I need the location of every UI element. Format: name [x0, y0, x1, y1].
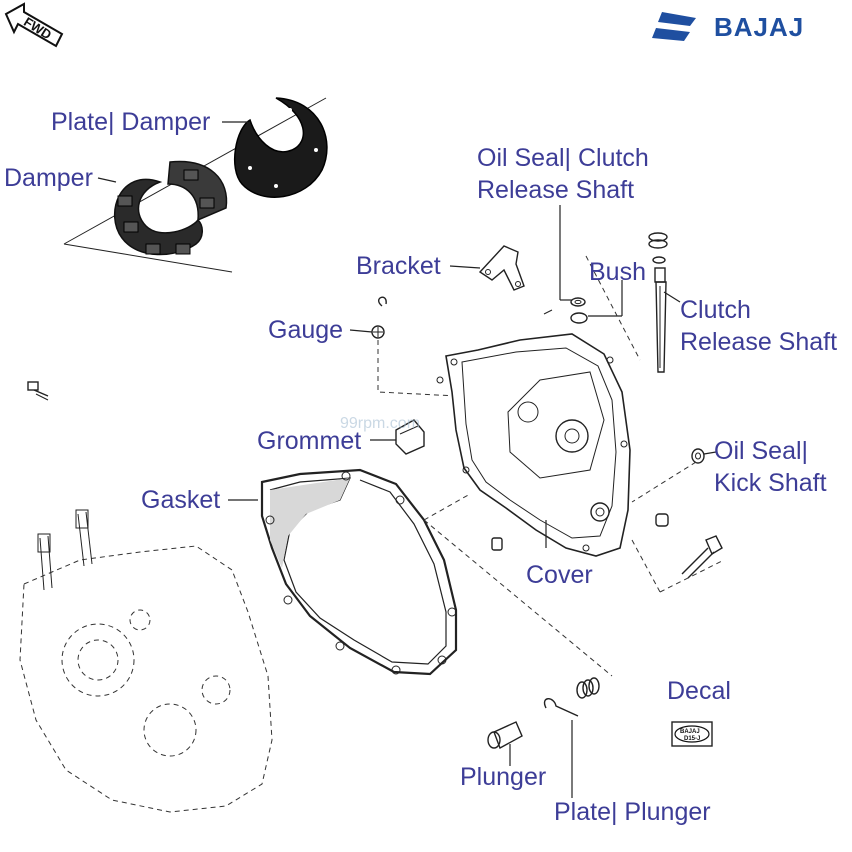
bajaj-logo-icon [652, 12, 696, 41]
bajaj-logo: BAJAJ [652, 12, 804, 42]
label-plunger: Plunger [460, 763, 546, 791]
label-bracket: Bracket [356, 252, 441, 280]
label-oil-seal-clutch-line2: Release Shaft [477, 176, 634, 204]
plunger-part [487, 721, 523, 766]
dowel-pin-part [491, 537, 503, 551]
label-plate-damper: Plate| Damper [51, 108, 210, 136]
label-cover: Cover [526, 561, 593, 589]
label-oil-seal-kick-line2: Kick Shaft [714, 469, 827, 497]
damper-part [113, 160, 228, 256]
oil-seal-clutch-part [543, 205, 641, 361]
label-gauge: Gauge [268, 316, 343, 344]
bolt-large-part [631, 535, 725, 593]
gasket-part [228, 468, 458, 676]
clutch-release-shaft-part [648, 232, 681, 373]
oil-seal-kick-part [631, 448, 717, 503]
fwd-arrow-icon: FWD [4, 2, 64, 48]
label-oil-seal-clutch-line1: Oil Seal| Clutch [477, 144, 649, 172]
decal-part: BAJAJ D15-J [671, 721, 713, 747]
label-decal: Decal [667, 677, 731, 705]
brand-name: BAJAJ [714, 12, 804, 42]
damper-assembly [63, 97, 328, 273]
bolt-small-part [27, 381, 49, 401]
watermark: 99rpm.com [340, 415, 420, 432]
spring-part [576, 677, 600, 699]
collar-part [655, 513, 669, 527]
grommet-part [370, 419, 425, 455]
gauge-part [349, 296, 497, 470]
label-plate-plunger: Plate| Plunger [554, 798, 711, 826]
plate-damper-part [233, 97, 328, 198]
label-damper: Damper [4, 164, 93, 192]
label-gasket: Gasket [141, 486, 220, 514]
label-bush: Bush [589, 258, 646, 286]
clutch-cover-part [436, 333, 631, 557]
decal-text-line2: D15-J [684, 736, 700, 742]
label-clutch-release-shaft-line1: Clutch [680, 296, 751, 324]
label-clutch-release-shaft-line2: Release Shaft [680, 328, 837, 356]
label-oil-seal-kick-line1: Oil Seal| [714, 437, 808, 465]
decal-text-line1: BAJAJ [680, 729, 700, 735]
plate-plunger-part [543, 698, 579, 798]
label-grommet: Grommet [257, 427, 361, 455]
crankcase-part [19, 493, 613, 813]
bracket-part [449, 245, 525, 291]
